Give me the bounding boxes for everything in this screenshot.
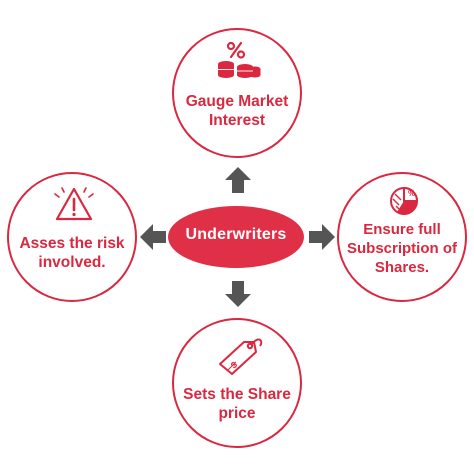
node-asses-risk: Asses the risk involved. — [7, 172, 137, 302]
arrow-left — [140, 224, 166, 250]
center-label: Underwriters — [185, 226, 287, 243]
center-underwriters: Underwriters — [168, 206, 304, 268]
arrow-right — [309, 224, 335, 250]
node-gauge-market-interest: Gauge Market Interest — [172, 28, 302, 158]
node-label-right: Ensure full Subscription of Shares. — [347, 221, 457, 276]
price-tag-icon: $ — [219, 338, 263, 375]
node-sets-share-price: $ Sets the Share price — [172, 318, 302, 448]
svg-text:%: % — [408, 189, 415, 198]
node-label-left: Asses the risk involved. — [19, 235, 125, 271]
node-label-top: Gauge Market Interest — [185, 93, 289, 129]
pie-chart-percent-icon: % — [390, 186, 419, 215]
arrow-up — [225, 167, 251, 193]
warning-triangle-icon — [54, 187, 94, 221]
node-label-bottom: Sets the Share price — [183, 386, 291, 422]
percent-coins-icon — [218, 41, 261, 78]
node-ensure-full-subscription: % Ensure full Subscription of Shares. — [337, 172, 467, 302]
arrow-down — [225, 281, 251, 307]
svg-text:$: $ — [229, 360, 239, 371]
